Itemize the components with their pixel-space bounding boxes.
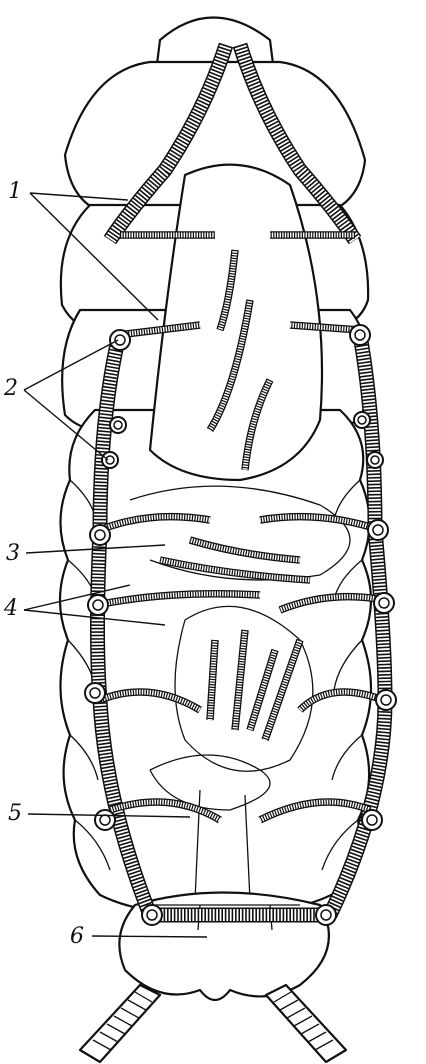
spiracle	[110, 330, 130, 350]
label-4: 4	[3, 596, 18, 621]
right-cercus	[266, 985, 346, 1062]
spiracle	[85, 683, 105, 703]
spiracle	[90, 525, 110, 545]
spiracle	[368, 520, 388, 540]
spiracle	[316, 905, 336, 925]
label-6: 6	[70, 924, 84, 949]
spiracle	[95, 810, 115, 830]
spiracle	[362, 810, 382, 830]
spiracle	[88, 595, 108, 615]
spiracle	[376, 690, 396, 710]
left-cercus	[80, 985, 160, 1062]
spiracle	[367, 452, 383, 468]
spiracle	[142, 905, 162, 925]
label-3: 3	[6, 541, 20, 566]
spiracle	[110, 417, 126, 433]
label-5: 5	[8, 801, 22, 826]
label-1: 1	[8, 179, 22, 204]
spiracle	[374, 593, 394, 613]
spiracle	[350, 325, 370, 345]
label-2: 2	[3, 376, 18, 401]
leader-6	[92, 936, 207, 937]
spiracle	[102, 452, 118, 468]
spiracle	[354, 412, 370, 428]
